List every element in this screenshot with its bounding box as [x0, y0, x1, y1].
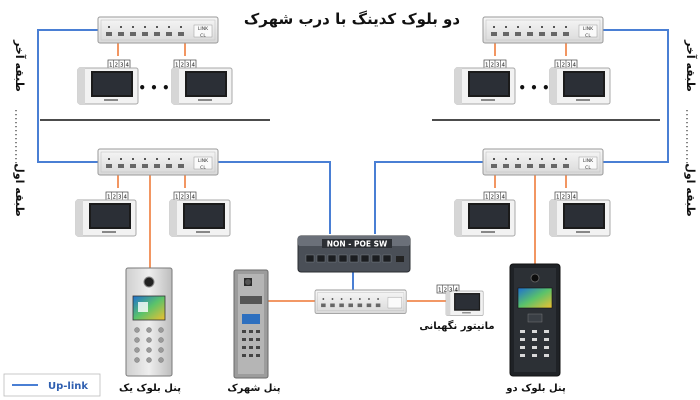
guard-monitor	[445, 290, 484, 316]
terminal-port-number: 4	[192, 194, 196, 200]
terminal-port-number: 4	[124, 194, 128, 200]
diagram-title: دو بلوک کدینگ با درب شهرک	[244, 10, 460, 28]
terminal-port-number: 2	[562, 194, 566, 200]
label-panel-town: پنل شهرک	[227, 383, 280, 394]
terminal-port-number: 3	[449, 287, 453, 293]
terminal-port-number: 2	[491, 194, 495, 200]
terminal-port-number: 3	[118, 194, 122, 200]
distributor-side-label: LINK	[583, 158, 594, 164]
label-panel-block-one: پنل بلوک یک	[119, 383, 181, 394]
terminal-port-number: 1	[485, 62, 489, 68]
monitor-unit	[549, 67, 611, 105]
terminal-port-number: 1	[485, 194, 489, 200]
terminal-port-number: 3	[120, 62, 124, 68]
uplink-left-to-switch	[218, 161, 331, 234]
terminal-port-number: 2	[491, 62, 495, 68]
distributor-side-label: CL	[585, 165, 591, 171]
terminal-port-number: 4	[192, 62, 196, 68]
door-panel-town	[233, 269, 269, 379]
terminal-port-number: 1	[175, 62, 179, 68]
label-guard-monitor: مانیتور نگهبانی	[419, 319, 494, 332]
label-panel-block-two: پنل بلوک دو	[505, 383, 566, 394]
legend-uplink-label: Up-link	[48, 381, 88, 392]
door-panel-block-one	[125, 267, 173, 377]
terminal-port-number: 4	[573, 194, 577, 200]
distributor-side-label: CL	[585, 33, 591, 39]
terminal-port-number: 1	[556, 194, 560, 200]
legend: Up-link	[3, 373, 101, 397]
terminal-port-number: 4	[126, 62, 130, 68]
terminal-port-number: 1	[556, 62, 560, 68]
non-poe-switch: NON - POE SW	[297, 235, 411, 273]
monitor-unit	[77, 67, 139, 105]
terminal-port-number: 3	[567, 194, 571, 200]
terminal-port-number: 2	[444, 287, 448, 293]
terminal-port-number: 4	[502, 62, 506, 68]
terminal-port-number: 4	[573, 62, 577, 68]
terminal-port-number: 1	[175, 194, 179, 200]
distributor-side-label: LINK	[198, 26, 209, 32]
terminal-port-number: 2	[181, 62, 185, 68]
terminal-port-number: 4	[455, 287, 459, 293]
monitor-unit	[454, 199, 516, 237]
terminal-port-number: 2	[113, 194, 117, 200]
uplink-right-to-switch	[374, 161, 483, 234]
monitor-unit	[75, 199, 137, 237]
monitor-unit	[549, 199, 611, 237]
floor-label-right-bottom: طبقه اول	[684, 163, 697, 216]
terminal-port-number: 1	[438, 287, 442, 293]
terminal-port-number: 4	[502, 194, 506, 200]
distributor-side-label: CL	[200, 165, 206, 171]
uplink-left-loop	[37, 29, 98, 163]
floor-labels: طبقه آخر طبقه اول طبقه آخر طبقه اول	[13, 39, 698, 217]
terminal-port-number: 2	[115, 62, 119, 68]
floor-label-left-bottom: طبقه اول	[13, 163, 26, 216]
terminal-port-number: 1	[109, 62, 113, 68]
terminal-port-number: 1	[107, 194, 111, 200]
floor-label-right-top: طبقه آخر	[684, 39, 698, 92]
terminal-port-number: 3	[186, 194, 190, 200]
switch-label: NON - POE SW	[327, 240, 388, 249]
distributor-town	[314, 289, 407, 314]
terminal-port-number: 3	[496, 62, 500, 68]
terminal-port-number: 2	[181, 194, 185, 200]
uplink-wiring	[37, 29, 669, 292]
distributor-side-label: LINK	[198, 158, 209, 164]
terminal-port-number: 3	[567, 62, 571, 68]
monitor-unit	[169, 199, 231, 237]
monitor-unit	[454, 67, 516, 105]
distributor-side-label: CL	[200, 33, 206, 39]
ellipsis-left: • • •	[138, 81, 169, 95]
ellipsis-right: • • •	[518, 81, 549, 95]
terminal-port-number: 3	[496, 194, 500, 200]
terminal-port-number: 3	[186, 62, 190, 68]
uplink-right-loop	[603, 29, 669, 163]
cable-wiring	[117, 43, 567, 302]
monitor-unit	[171, 67, 233, 105]
door-panel-block-two	[509, 263, 561, 377]
terminal-port-number: 2	[562, 62, 566, 68]
floor-label-left-top: طبقه آخر	[13, 39, 27, 92]
distributor-side-label: LINK	[583, 26, 594, 32]
